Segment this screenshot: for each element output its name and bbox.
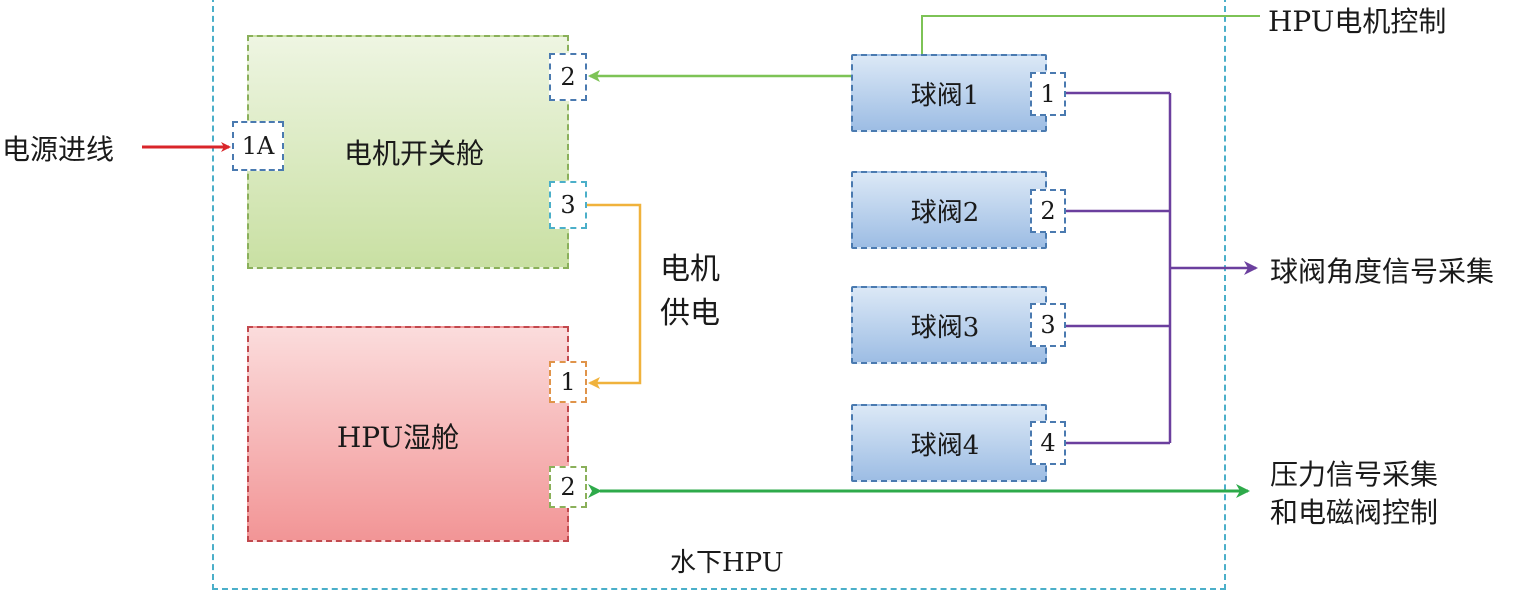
ball-valve-3-port: 3 [1030, 303, 1066, 347]
motor-switch-cabin-title: 电机开关舱 [343, 137, 484, 170]
ball-valve-1-title: 球阀1 [910, 80, 980, 111]
ball-valve-3: 球阀3 [851, 286, 1047, 364]
hpu-wet-port-2: 2 [549, 466, 587, 508]
underwater-hpu-label: 水下HPU [670, 548, 784, 578]
motor-power-line-2: 供电 [660, 296, 720, 331]
ball-valve-4-port: 4 [1030, 421, 1066, 465]
ball-valve-1: 球阀1 [851, 54, 1047, 132]
motor-switch-port-3: 3 [549, 181, 587, 229]
pressure-signal-line-1: 压力信号采集 [1270, 458, 1439, 491]
power-in-label: 电源进线 [2, 133, 115, 166]
ball-valve-1-port: 1 [1030, 72, 1066, 116]
ball-valve-2: 球阀2 [851, 171, 1047, 249]
motor-power-line [587, 203, 642, 389]
hpu-wet-cabin-title: HPU湿舱 [336, 421, 460, 454]
motor-switch-port-2: 2 [549, 53, 587, 101]
motor-switch-cabin: 电机开关舱 [247, 35, 569, 269]
ball-valve-2-port: 2 [1030, 189, 1066, 233]
ball-valve-2-title: 球阀2 [910, 197, 980, 228]
hpu-wet-cabin: HPU湿舱 [247, 326, 569, 542]
pressure-signal-label: 压力信号采集 和电磁阀控制 [1270, 456, 1438, 532]
ball-valve-4: 球阀4 [851, 404, 1047, 482]
ball-valve-3-title: 球阀3 [910, 312, 980, 343]
underwater-hpu-frame [212, 0, 1226, 590]
valve-signal-bus [1066, 91, 1258, 445]
motor-power-label: 电机 供电 [660, 248, 720, 336]
hpu-motor-control-label: HPU电机控制 [1268, 5, 1447, 38]
motor-power-line-1: 电机 [660, 252, 720, 287]
motor-control-line [921, 15, 1260, 54]
valve-angle-signal-label: 球阀角度信号采集 [1270, 255, 1495, 288]
hpu-wet-port-1: 1 [549, 361, 587, 403]
ball-valve-4-title: 球阀4 [910, 430, 980, 461]
pressure-signal-line-2: 和电磁阀控制 [1270, 496, 1439, 529]
motor-switch-port-1a: 1A [232, 121, 284, 171]
